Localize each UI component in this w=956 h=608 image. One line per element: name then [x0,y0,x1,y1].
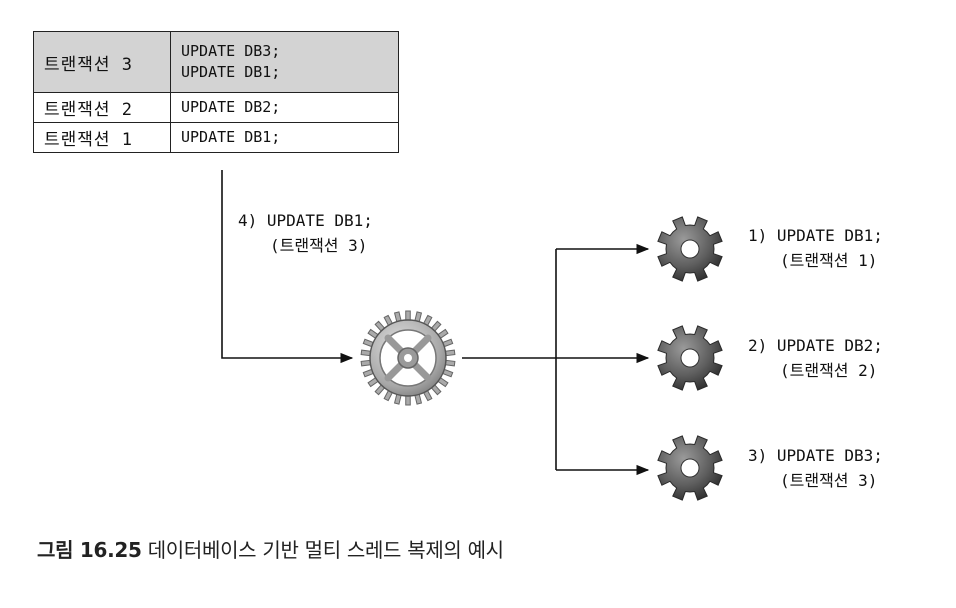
incoming-transaction-note: 4) UPDATE DB1; (트랜잭션 3) [238,208,373,258]
worker-note-line-2: (트랜잭션 2) [780,361,878,380]
figure-caption-text: 데이터베이스 기반 멀티 스레드 복제의 예시 [147,538,504,562]
worker-1-note: 1) UPDATE DB1; (트랜잭션 1) [748,223,883,273]
gear-icon [657,435,723,501]
command-line: UPDATE DB2; [181,98,281,116]
queue-to-dispatcher-arrow [221,170,354,364]
note-line-2: (트랜잭션 3) [270,236,368,255]
worker-2-note: 2) UPDATE DB2; (트랜잭션 2) [748,333,883,383]
worker-note-line-2: (트랜잭션 1) [780,251,878,270]
worker-note-line-2: (트랜잭션 3) [780,471,878,490]
worker-3-note: 3) UPDATE DB3; (트랜잭션 3) [748,443,883,493]
transaction-commands: UPDATE DB3; UPDATE DB1; [170,31,399,93]
command-line: UPDATE DB3; [181,42,281,60]
figure-number: 그림 16.25 [37,538,142,562]
transaction-label: 트랜잭션 2 [33,92,171,123]
wheel-gear-icon [360,310,456,406]
command-line: UPDATE DB1; [181,128,281,146]
transaction-label: 트랜잭션 3 [33,31,171,93]
transaction-label: 트랜잭션 1 [33,122,171,153]
worker-note-line-1: 1) UPDATE DB1; [748,226,883,245]
command-line: UPDATE DB1; [181,63,281,81]
worker-note-line-1: 2) UPDATE DB2; [748,336,883,355]
table-row: 트랜잭션 3 UPDATE DB3; UPDATE DB1; [33,31,399,93]
gear-icon [657,325,723,391]
transaction-queue-table: 트랜잭션 3 UPDATE DB3; UPDATE DB1; 트랜잭션 2 UP… [33,31,399,153]
transaction-commands: UPDATE DB1; [170,122,399,153]
figure-caption: 그림 16.25 데이터베이스 기반 멀티 스레드 복제의 예시 [37,534,504,563]
table-row: 트랜잭션 2 UPDATE DB2; [33,92,399,123]
gear-icon [657,216,723,282]
table-row: 트랜잭션 1 UPDATE DB1; [33,122,399,153]
note-line-1: 4) UPDATE DB1; [238,211,373,230]
worker-note-line-1: 3) UPDATE DB3; [748,446,883,465]
